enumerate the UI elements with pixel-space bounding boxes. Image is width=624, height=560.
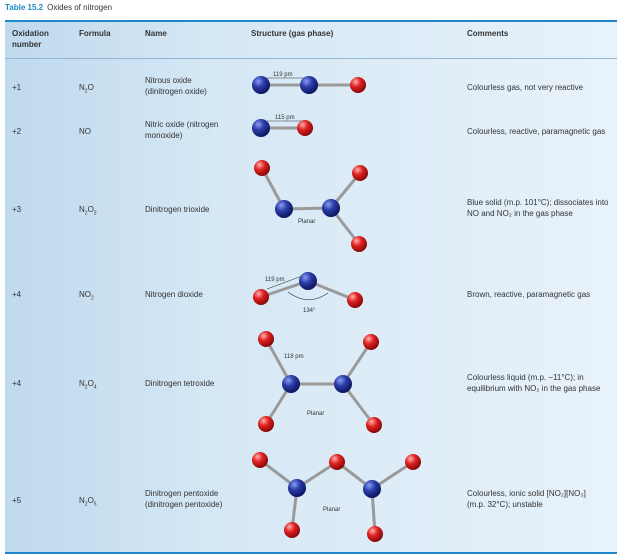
nitrogen-atom bbox=[288, 479, 306, 497]
nitrogen-atom bbox=[334, 375, 352, 393]
nitrogen-atom bbox=[275, 200, 293, 218]
oxygen-atom bbox=[258, 331, 274, 347]
oxygen-atom bbox=[352, 165, 368, 181]
table-title: Oxides of nitrogen bbox=[47, 3, 113, 12]
row-1-formula: N2O bbox=[79, 83, 94, 95]
row-3-comment: Blue solid (m.p. 101°C); dissociates int… bbox=[467, 198, 609, 218]
row-4-formula: NO2 bbox=[79, 290, 94, 302]
nitrogen-atom bbox=[299, 272, 317, 290]
row-1-oxidation: +1 bbox=[12, 83, 22, 92]
angle-arc bbox=[287, 291, 329, 301]
oxygen-atom bbox=[252, 452, 268, 468]
row-4-name: Nitrogen dioxide bbox=[145, 290, 203, 299]
row-1-name: Nitrous oxide(dinitrogen oxide) bbox=[145, 76, 207, 96]
row-5-formula: N2O4 bbox=[79, 379, 97, 391]
oxygen-atom bbox=[253, 289, 269, 305]
row-1-comment: Colourless gas, not very reactive bbox=[467, 83, 584, 92]
bond-length-label: 119 pm bbox=[273, 72, 293, 78]
bond-angle-label: 134° bbox=[303, 308, 316, 314]
oxygen-atom bbox=[254, 160, 270, 176]
oxygen-atom bbox=[405, 454, 421, 470]
header-name: Name bbox=[145, 29, 167, 38]
oxygen-atom bbox=[367, 526, 383, 542]
row-3-name: Dinitrogen trioxide bbox=[145, 205, 210, 214]
bond-length-label: 115 pm bbox=[275, 115, 295, 121]
row-6-comment: Colourless, ionic solid [NO₂][NO₃](m.p. … bbox=[467, 489, 586, 509]
nitrogen-atom bbox=[363, 480, 381, 498]
row-2-formula: NO bbox=[79, 127, 91, 136]
oxygen-atom bbox=[258, 416, 274, 432]
nitrogen-atom bbox=[252, 119, 270, 137]
oxygen-atom bbox=[351, 236, 367, 252]
planar-label: Planar bbox=[298, 219, 315, 225]
planar-label: Planar bbox=[323, 507, 340, 513]
header-structure: Structure (gas phase) bbox=[251, 29, 334, 38]
bond-length-label: 119 pm bbox=[265, 277, 285, 283]
oxygen-atom bbox=[284, 522, 300, 538]
structure-labels: 119 pm 115 pm Planar 119 pm 134° 118 pm … bbox=[265, 72, 340, 513]
oxygen-atom bbox=[350, 77, 366, 93]
row-5-oxidation: +4 bbox=[12, 379, 22, 388]
guide-line bbox=[266, 275, 303, 290]
bond-length-label: 118 pm bbox=[284, 354, 304, 360]
row-4-oxidation: +4 bbox=[12, 290, 22, 299]
row-5-name: Dinitrogen tetroxide bbox=[145, 379, 215, 388]
oxygen-atom bbox=[297, 120, 313, 136]
oxygen-atom bbox=[347, 292, 363, 308]
row-6-formula: N2O5 bbox=[79, 496, 97, 508]
atoms bbox=[252, 76, 421, 542]
row-6-name: Dinitrogen pentoxide(dinitrogen pentoxid… bbox=[145, 489, 223, 509]
oxygen-atom bbox=[363, 334, 379, 350]
row-2-oxidation: +2 bbox=[12, 127, 22, 136]
structures-drawing: 119 pm 115 pm Planar 119 pm 134° 118 pm … bbox=[252, 72, 421, 542]
nitrogen-atom bbox=[322, 199, 340, 217]
row-3-formula: N2O3 bbox=[79, 205, 97, 217]
row-3-oxidation: +3 bbox=[12, 205, 22, 214]
guides bbox=[266, 77, 329, 301]
header-formula: Formula bbox=[79, 29, 111, 38]
planar-label: Planar bbox=[307, 411, 324, 417]
oxygen-atom bbox=[366, 417, 382, 433]
header-comments: Comments bbox=[467, 29, 509, 38]
table-number: Table 15.2 bbox=[5, 3, 44, 12]
row-4-comment: Brown, reactive, paramagnetic gas bbox=[467, 290, 591, 299]
row-6-oxidation: +5 bbox=[12, 496, 22, 505]
nitrogen-atom bbox=[300, 76, 318, 94]
nitrogen-atom bbox=[282, 375, 300, 393]
header-divider bbox=[5, 58, 617, 59]
oxygen-atom bbox=[329, 454, 345, 470]
nitrogen-atom bbox=[252, 76, 270, 94]
row-2-comment: Colourless, reactive, paramagnetic gas bbox=[467, 127, 606, 136]
